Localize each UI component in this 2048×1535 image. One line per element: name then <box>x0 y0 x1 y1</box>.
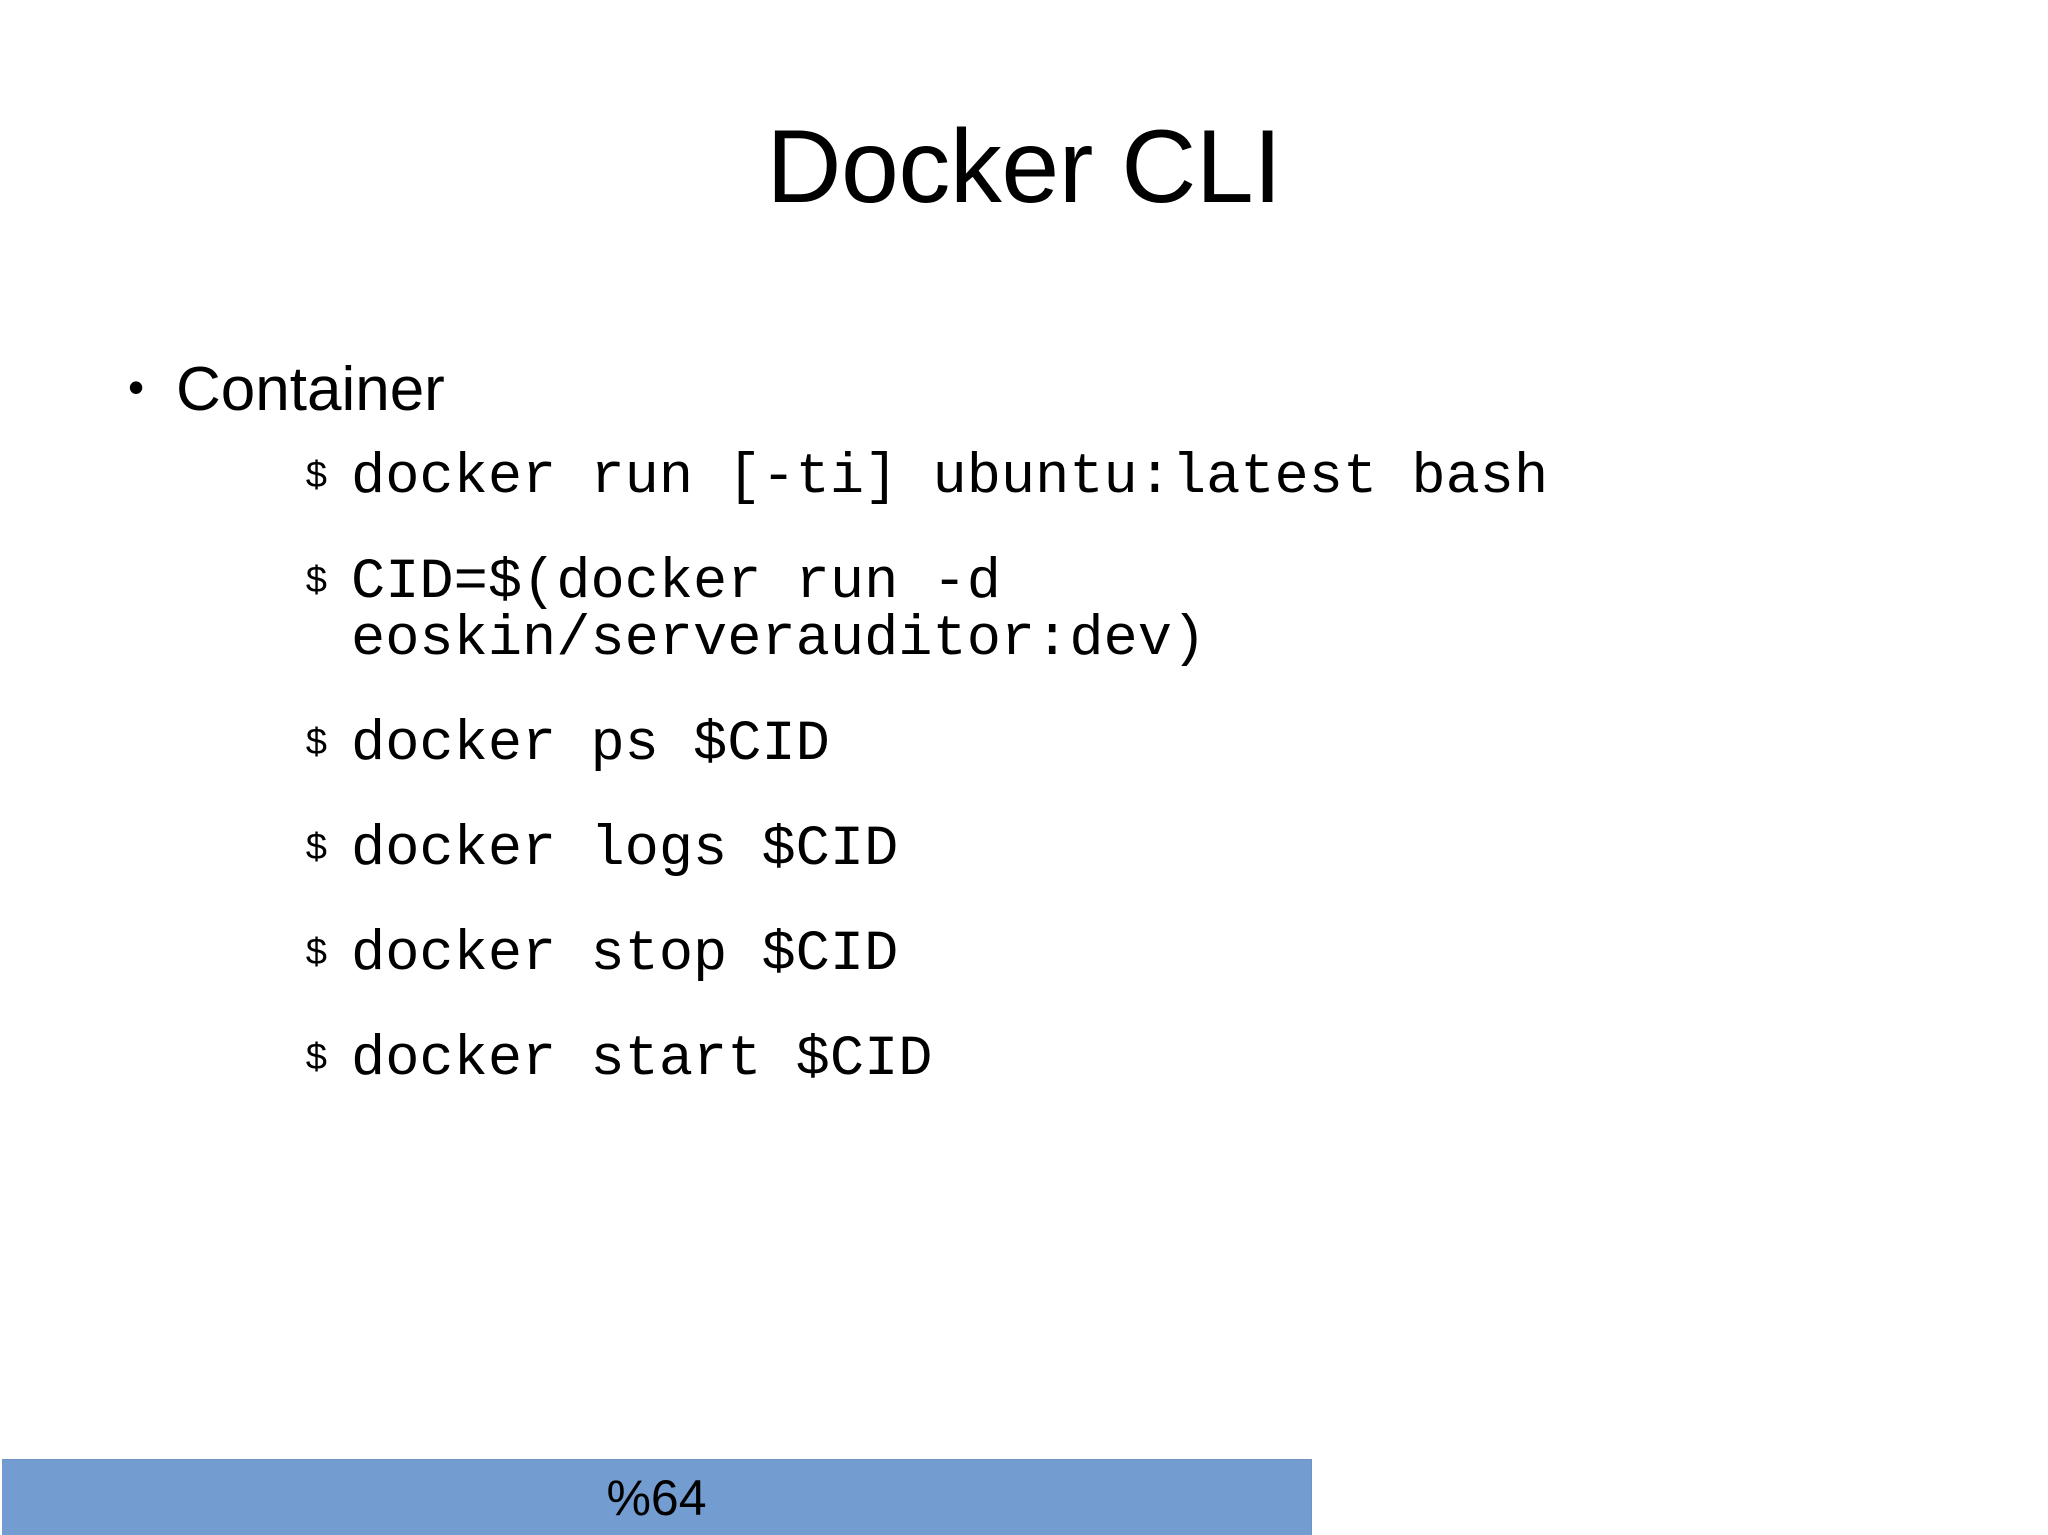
command-text-continuation: eoskin/serverauditor:dev) <box>351 607 1207 672</box>
bullet-icon: • <box>128 361 145 413</box>
command-text: docker start $CID <box>351 1027 933 1092</box>
shell-prompt-icon: $ <box>305 560 328 604</box>
command-text: docker run [-ti] ubuntu:latest bash <box>351 445 1549 510</box>
command-line: $ docker stop $CID <box>305 922 1980 987</box>
shell-prompt-icon: $ <box>305 1037 328 1081</box>
outline-level1-label: Container <box>176 355 445 424</box>
shell-prompt-icon: $ <box>305 827 328 871</box>
command-line: $ docker start $CID <box>305 1027 1980 1092</box>
shell-prompt-icon: $ <box>305 722 328 766</box>
command-text: docker logs $CID <box>351 817 899 882</box>
command-text-first-line: CID=$(docker run -d <box>351 550 1001 615</box>
outline-level1-item: • Container <box>120 352 1980 428</box>
command-list: $ docker run [-ti] ubuntu:latest bash $ … <box>120 445 1980 1092</box>
shell-prompt-icon: $ <box>305 455 328 499</box>
footer-bar: %64 <box>2 1459 1312 1535</box>
command-text: docker ps $CID <box>351 712 830 777</box>
command-line: $ docker logs $CID <box>305 817 1980 882</box>
command-text: docker stop $CID <box>351 922 899 987</box>
page-title: Docker CLI <box>766 109 1282 225</box>
slide-body-outline: • Container $ docker run [-ti] ubuntu:la… <box>120 352 1980 1137</box>
command-line: $ docker ps $CID <box>305 712 1980 777</box>
command-line: $ docker run [-ti] ubuntu:latest bash <box>305 445 1980 510</box>
slide-number: %64 <box>606 1469 707 1526</box>
shell-prompt-icon: $ <box>305 932 328 976</box>
